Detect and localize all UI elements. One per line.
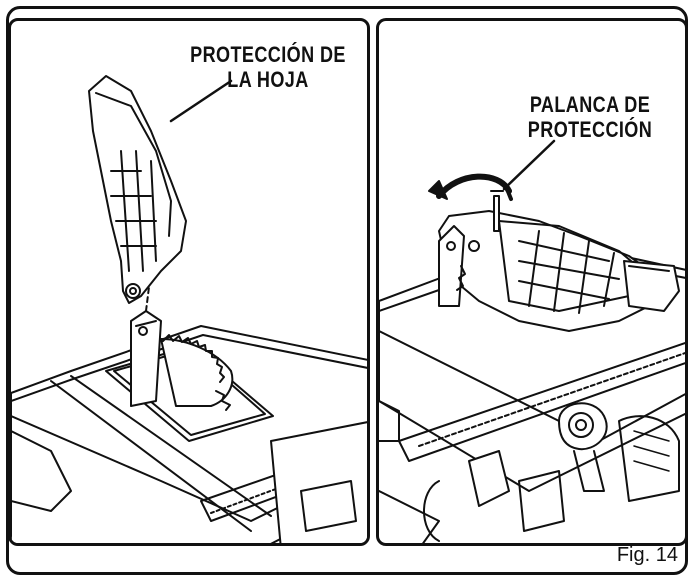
label-guard-lever-line1: PALANCA DE <box>529 92 651 117</box>
panel-blade-guard <box>8 18 370 546</box>
blade-guard-illustration <box>11 75 367 543</box>
panel-guard-lever <box>376 18 688 546</box>
guard-lever-illustration <box>379 139 685 543</box>
label-blade-guard-line2: LA HOJA <box>227 67 309 92</box>
label-blade-guard-line1: PROTECCIÓN DE <box>190 42 346 67</box>
figure-caption: Fig. 14 <box>616 544 678 566</box>
label-guard-lever-line2: PROTECCIÓN <box>527 117 653 142</box>
